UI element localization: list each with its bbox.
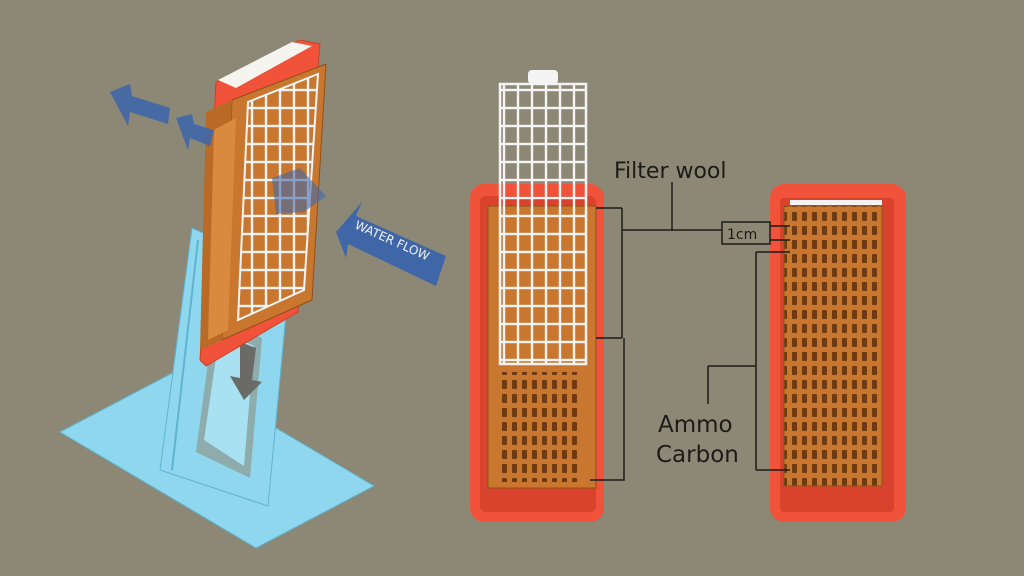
drain-arrow-icon <box>230 342 262 400</box>
grid-basket <box>498 82 588 366</box>
flow-arrow-icon <box>110 84 214 150</box>
one-cm-label: 1cm <box>727 227 757 243</box>
side-top-strip <box>790 200 882 205</box>
isometric-filter-assembly: WATER FLOW <box>58 39 446 549</box>
leader-lines <box>590 182 790 481</box>
front-view-filter <box>470 70 604 522</box>
front-carbon-media <box>500 372 582 482</box>
side-view-filter <box>770 184 906 522</box>
water-flow-arrow: WATER FLOW <box>336 202 446 286</box>
ammo-label: Ammo <box>658 412 733 438</box>
carbon-label: Carbon <box>656 442 739 468</box>
filter-wool-label: Filter wool <box>614 159 727 184</box>
flow-arrow-icon <box>272 168 326 214</box>
side-media-block <box>783 205 883 487</box>
